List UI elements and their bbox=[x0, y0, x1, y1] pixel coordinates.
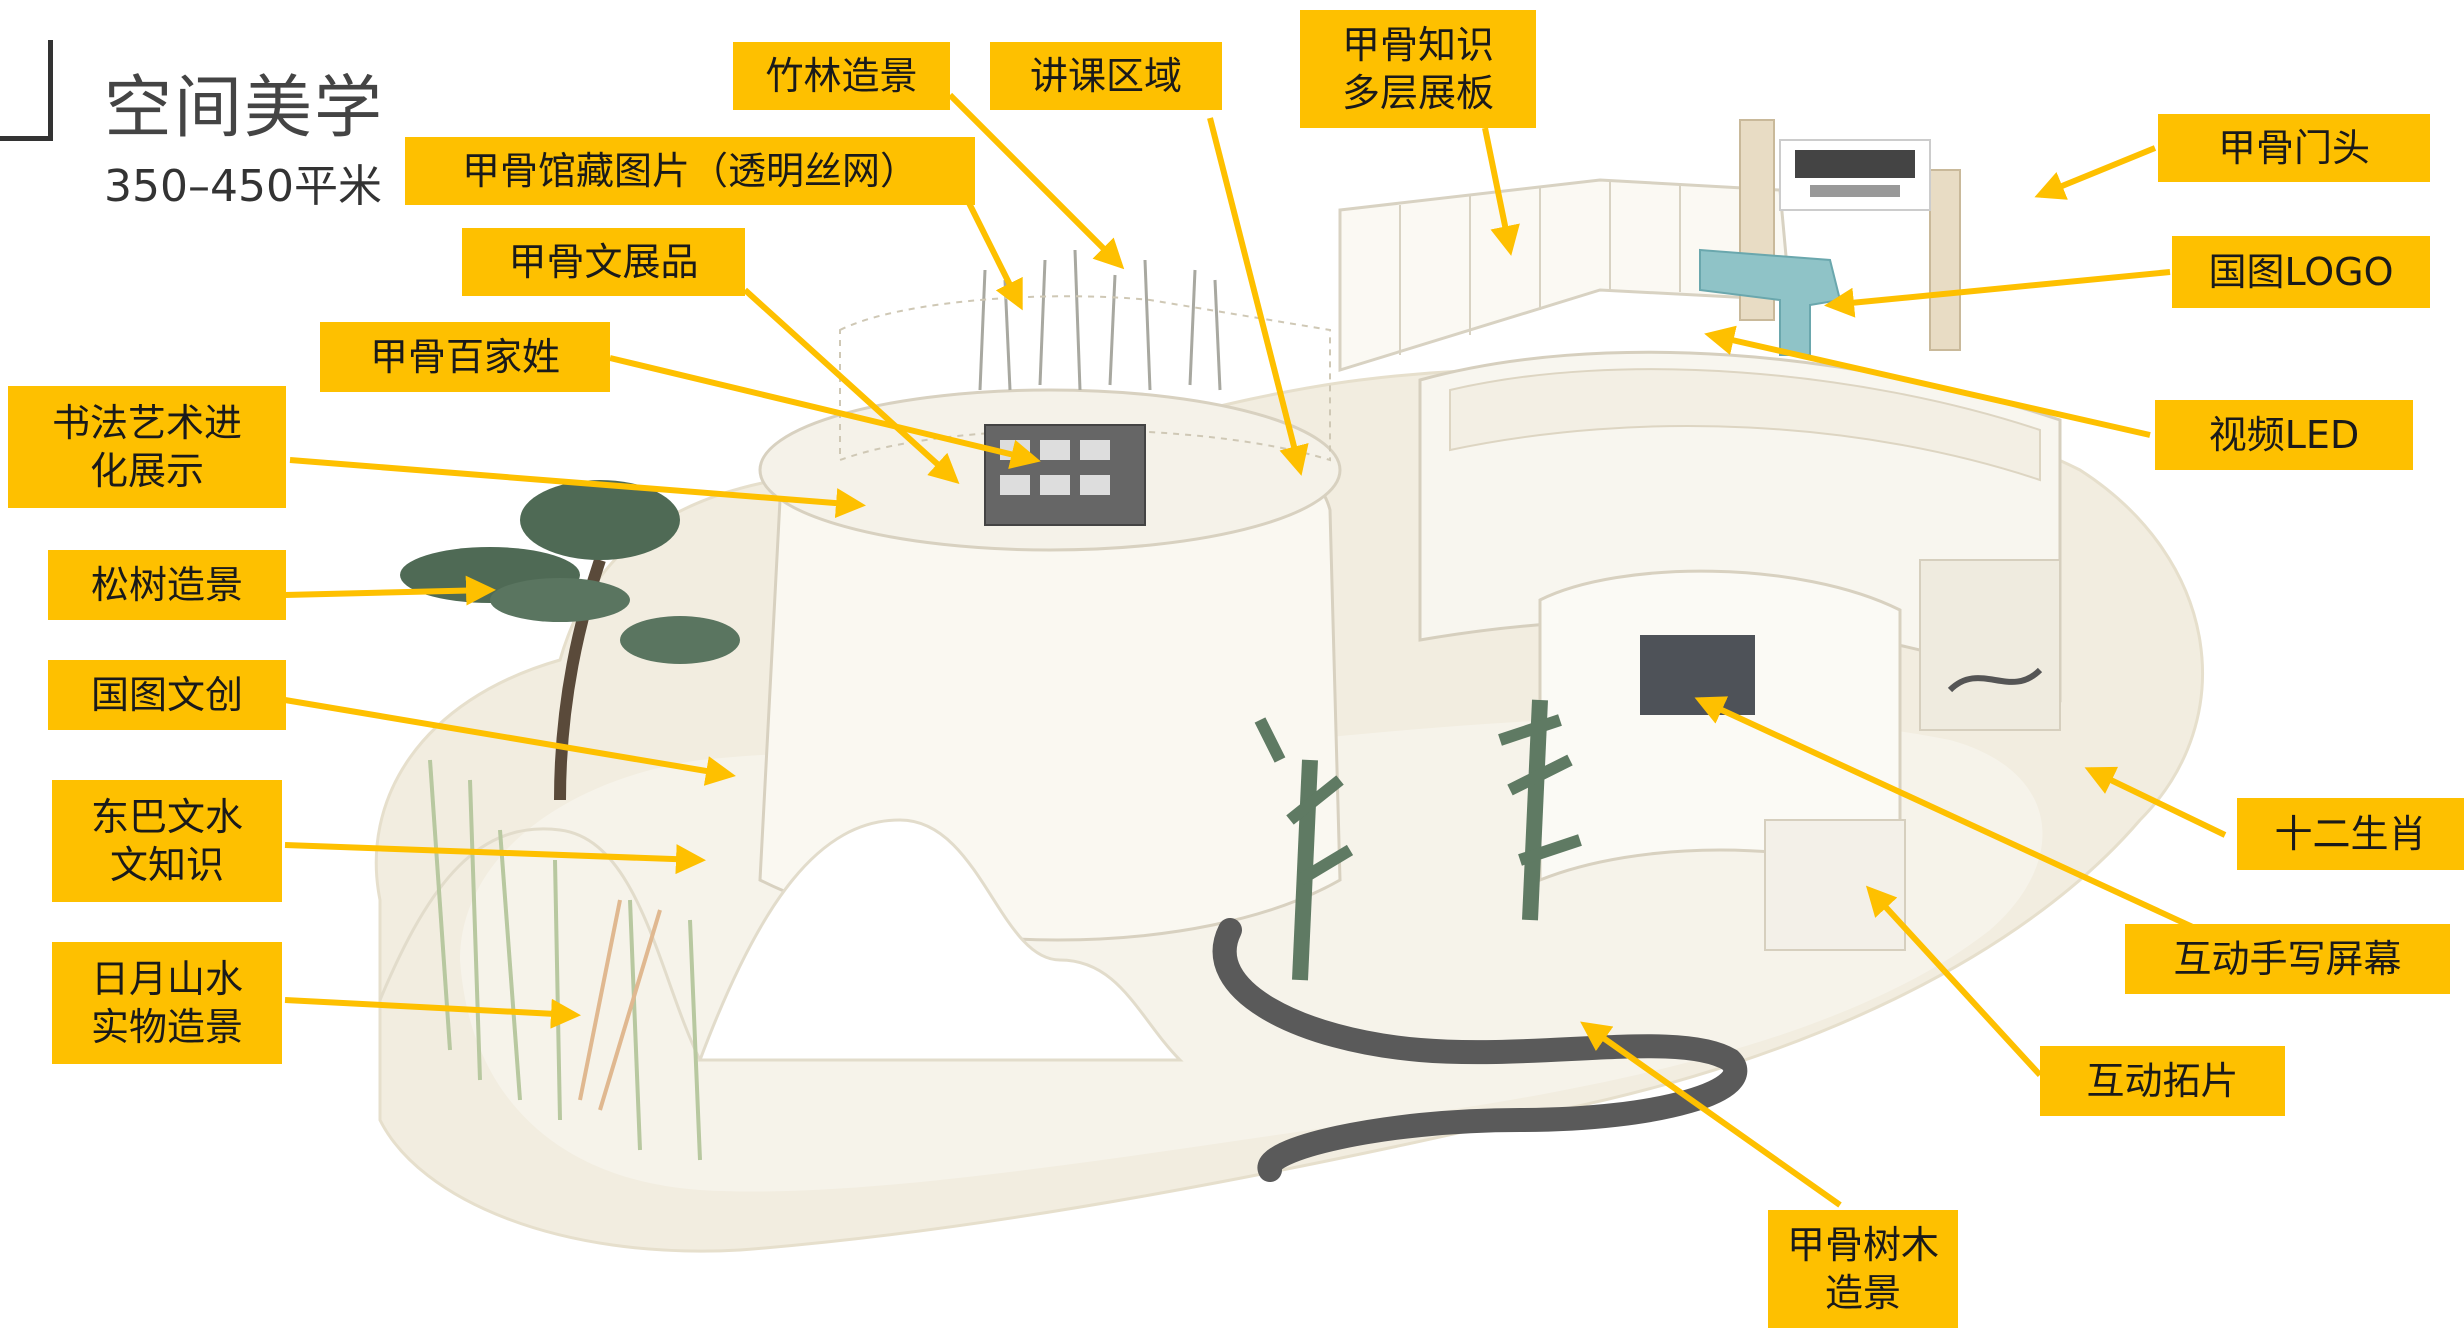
handwriting-screen bbox=[1640, 635, 1755, 715]
label-trees: 甲骨树木 造景 bbox=[1768, 1210, 1958, 1328]
video-led-band bbox=[1449, 368, 2041, 482]
walkway-path bbox=[1212, 918, 1748, 1182]
label-rubbing: 互动拓片 bbox=[2040, 1046, 2285, 1116]
pine-tree bbox=[400, 480, 740, 801]
rubbing-table bbox=[1764, 819, 1906, 951]
label-sun-moon: 日月山水 实物造景 bbox=[52, 942, 282, 1064]
label-zodiac: 十二生肖 bbox=[2237, 798, 2464, 870]
oracle-tree-sculptures bbox=[1254, 699, 1582, 981]
mountain-scenery bbox=[697, 818, 1184, 1062]
label-oracle-exhibits: 甲骨文展品 bbox=[462, 228, 745, 296]
gate-structure bbox=[1739, 119, 1961, 351]
label-handwriting: 互动手写屏幕 bbox=[2125, 924, 2450, 994]
header-bracket bbox=[0, 40, 53, 141]
label-oracle-surnames: 甲骨百家姓 bbox=[320, 322, 610, 392]
label-video-led: 视频LED bbox=[2155, 400, 2413, 470]
label-calligraphy: 书法艺术进 化展示 bbox=[8, 386, 286, 508]
label-oracle-knowledge: 甲骨知识 多层展板 bbox=[1300, 10, 1536, 128]
label-gate: 甲骨门头 bbox=[2158, 114, 2430, 182]
bamboo-grove bbox=[978, 249, 1222, 391]
label-pine: 松树造景 bbox=[48, 550, 286, 620]
label-logo: 国图LOGO bbox=[2172, 236, 2430, 308]
label-bamboo: 竹林造景 bbox=[733, 42, 950, 110]
label-dongba: 东巴文水 文知识 bbox=[52, 780, 282, 902]
label-lecture: 讲课区域 bbox=[990, 42, 1222, 110]
label-cultural-products: 国图文创 bbox=[48, 660, 286, 730]
zodiac-alcove bbox=[1919, 559, 2061, 731]
page-title: 空间美学 bbox=[104, 69, 385, 148]
label-oracle-collection: 甲骨馆藏图片（透明丝网） bbox=[405, 137, 975, 205]
page-subtitle: 350–450平米 bbox=[104, 161, 382, 212]
dongba-reeds bbox=[428, 759, 702, 1161]
callout-arrows bbox=[284, 92, 2227, 1208]
